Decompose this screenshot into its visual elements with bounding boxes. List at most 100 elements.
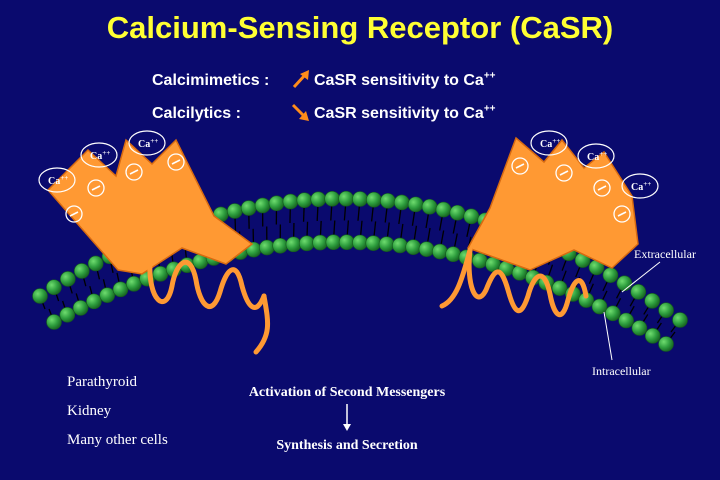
inhibition-minus-icon [511,157,529,175]
inhibition-minus-icon [167,153,185,171]
inhibition-minus-icon [125,163,143,181]
lipid-head-outer [449,204,466,221]
receptor-right-body [466,136,639,271]
lipid-head-outer [324,190,340,207]
calcium-ion-label: Ca++ [631,180,651,193]
inhibition-minus-icon [87,179,105,197]
extracellular-label: Extracellular [634,247,696,261]
lipid-head-inner [631,320,648,336]
lipid-head-outer [672,312,688,328]
lipid-head-inner [126,276,142,292]
lipid-head-outer [602,267,619,283]
calcium-ions: Ca++Ca++Ca++Ca++Ca++Ca++ [38,130,659,223]
inhibition-minus-icon [593,179,611,197]
lipid-head-inner [365,235,382,251]
lipid-head-inner [378,236,395,252]
lipid-head-inner [432,243,448,260]
lipid-head-outer [407,196,424,213]
lipid-head-outer [421,198,438,215]
lipid-head-outer [393,194,410,211]
cell-type-parathyroid: Parathyroid [67,374,137,390]
calcilytics-sup: ++ [483,103,496,115]
lipid-head-outer [87,255,104,272]
calcimimetics-sup: ++ [483,70,496,82]
lipid-head-inner [285,236,302,253]
calcium-ion-label: Ca++ [90,149,110,162]
lipid-head-outer [46,279,62,296]
down-arrow-icon [291,103,309,121]
calcilytics-row: Calcilytics : CaSR sensitivity to Ca++ [152,101,496,123]
calcilytics-text: CaSR sensitivity to Ca [314,105,484,122]
inhibition-minus-icon [555,164,573,182]
lipid-head-inner [312,234,328,251]
calcium-ion-outline [577,143,615,169]
lipid-head-inner [418,241,435,257]
lipid-head-inner [392,237,408,254]
lipid-head-inner [405,239,422,255]
second-messengers-text: Activation of Second Messengers [248,385,446,400]
lipid-head-inner [72,300,89,316]
pathway-arrow-head [343,424,351,431]
lipid-head-inner [604,305,621,322]
lipid-head-outer [644,293,660,309]
inhibition-minus-icon [613,205,631,223]
lipid-head-inner [618,312,634,329]
lipid-head-inner [352,234,368,251]
lipid-head-inner [591,298,608,315]
lipid-head-outer [630,284,647,300]
calcium-ion-outline [128,130,166,156]
lipid-head-inner [298,235,315,252]
lipid-head-outer [282,193,299,210]
lipid-head-outer [463,208,480,225]
lipid-head-inner [99,287,116,303]
receptor-left-body [46,138,254,275]
calcium-ion: Ca++ [128,130,166,156]
lipid-head-outer [32,288,48,304]
lipid-head-outer [310,191,327,208]
calcium-ion-outline [621,173,659,199]
cell-type-kidney: Kidney [67,403,112,419]
receptor-right [439,136,639,317]
calcimimetics-row: Calcimimetics :CaSR sensitivity to Ca++ [152,68,496,90]
lipid-head-outer [240,200,257,216]
calcium-ion-outline [38,167,76,193]
lipid-head-inner [46,314,62,330]
lipid-head-inner [471,252,488,269]
extracellular-pointer [621,261,661,293]
calcium-ion-label: Ca++ [138,137,158,150]
cell-type-other: Many other cells [67,432,168,448]
calcium-ion-outline [530,130,568,156]
lipid-head-inner [259,239,275,256]
lipid-head-outer [73,263,90,279]
lipid-head-outer [380,193,396,209]
receptor-left [46,138,270,355]
calcium-ion-outline [80,142,118,168]
lipid-head-inner [445,246,461,263]
calcimimetics-label: Calcimimetics : [152,72,270,89]
lipid-head-outer [352,191,368,207]
up-arrow-icon [292,70,309,89]
calcilytics-label: Calcilytics : [152,105,241,122]
intracellular-pointer [603,311,613,361]
lipid-head-inner [325,234,342,251]
receptor-left-tail [147,259,270,355]
lipid-head-inner [644,328,661,344]
lipid-head-inner [86,293,102,310]
calcium-ion: Ca++ [621,173,659,199]
receptor-right-tail [439,247,589,317]
lipid-head-outer [60,271,76,287]
intracellular-label: Intracellular [592,364,651,378]
lipid-head-inner [338,234,355,250]
lipid-head-inner [152,266,169,282]
cell-types-list: Parathyroid Kidney Many other cells [67,368,168,455]
lipid-head-outer [268,195,285,212]
lipid-head-inner [658,336,674,352]
lipid-head-outer [658,302,674,319]
lipid-head-inner [272,237,288,254]
lipid-head-outer [616,275,633,292]
inhibition-minus-icon [65,205,83,223]
lipid-head-inner [551,280,568,296]
synthesis-secretion-text: Synthesis and Secretion [276,438,418,453]
